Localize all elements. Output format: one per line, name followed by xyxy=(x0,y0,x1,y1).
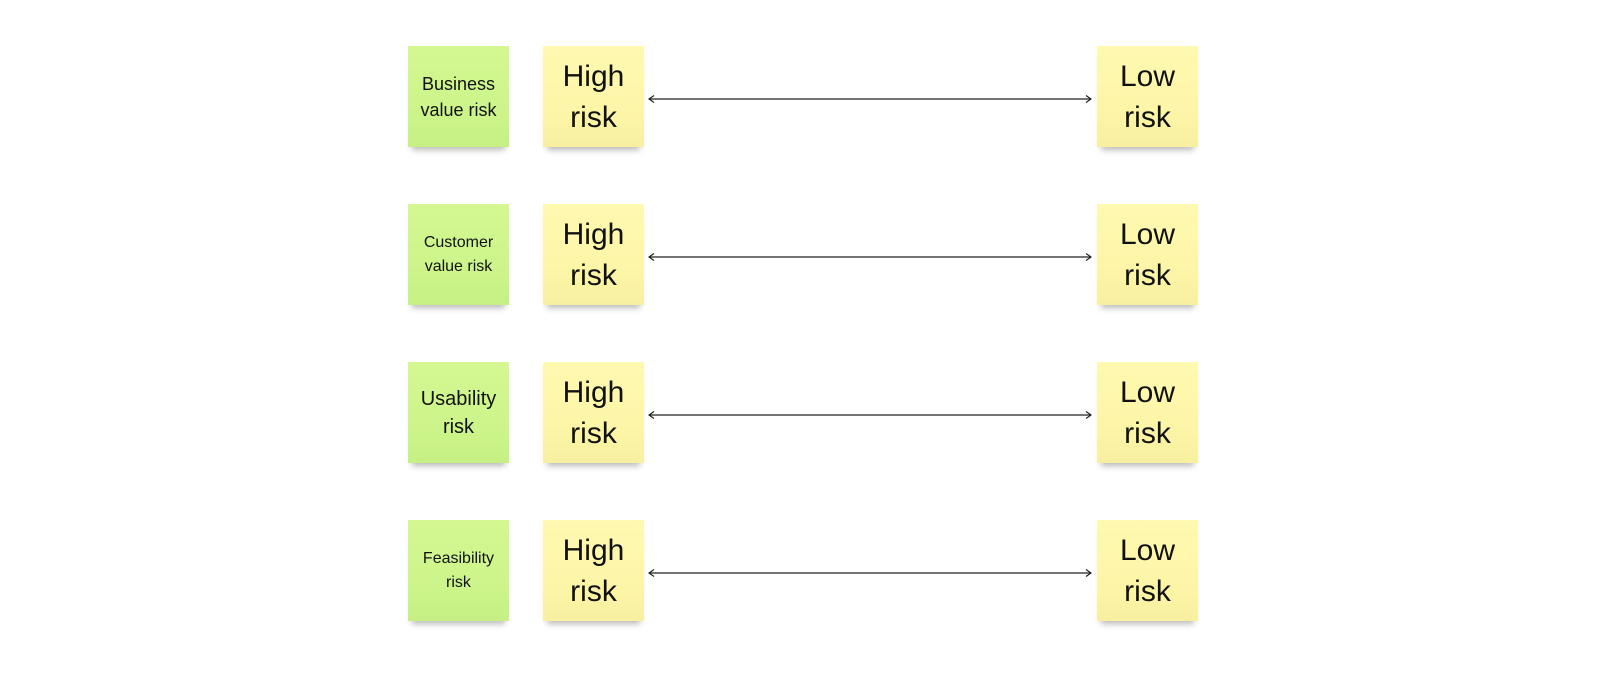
sticky-note-low-risk[interactable]: Low risk xyxy=(1097,362,1198,463)
high-risk-label: High risk xyxy=(562,59,625,134)
risk-row: Usability risk High risk Low risk xyxy=(0,362,1600,466)
category-label: Usability risk xyxy=(420,387,497,438)
category-label: Customer value risk xyxy=(423,233,494,275)
sticky-note-low-risk[interactable]: Low risk xyxy=(1097,46,1198,147)
double-arrow-connector[interactable] xyxy=(648,410,1092,420)
low-risk-label: Low risk xyxy=(1119,533,1176,608)
sticky-note-low-risk[interactable]: Low risk xyxy=(1097,204,1198,305)
risk-row: Business value risk High risk Low risk xyxy=(0,46,1600,150)
sticky-note-category[interactable]: Usability risk xyxy=(408,362,509,463)
low-risk-label: Low risk xyxy=(1119,217,1176,292)
sticky-note-high-risk[interactable]: High risk xyxy=(543,204,644,305)
double-arrow-connector[interactable] xyxy=(648,94,1092,104)
sticky-note-high-risk[interactable]: High risk xyxy=(543,520,644,621)
sticky-note-category[interactable]: Customer value risk xyxy=(408,204,509,305)
high-risk-label: High risk xyxy=(562,217,625,292)
sticky-note-high-risk[interactable]: High risk xyxy=(543,362,644,463)
sticky-note-high-risk[interactable]: High risk xyxy=(543,46,644,147)
high-risk-label: High risk xyxy=(562,533,625,608)
double-arrow-connector[interactable] xyxy=(648,568,1092,578)
sticky-note-category[interactable]: Feasibility risk xyxy=(408,520,509,621)
category-label: Business value risk xyxy=(420,73,497,120)
high-risk-label: High risk xyxy=(562,375,625,450)
low-risk-label: Low risk xyxy=(1119,375,1176,450)
category-label: Feasibility risk xyxy=(422,549,495,591)
risk-row: Feasibility risk High risk Low risk xyxy=(0,520,1600,624)
low-risk-label: Low risk xyxy=(1119,59,1176,134)
sticky-note-category[interactable]: Business value risk xyxy=(408,46,509,147)
double-arrow-connector[interactable] xyxy=(648,252,1092,262)
risk-row: Customer value risk High risk Low risk xyxy=(0,204,1600,308)
sticky-note-low-risk[interactable]: Low risk xyxy=(1097,520,1198,621)
